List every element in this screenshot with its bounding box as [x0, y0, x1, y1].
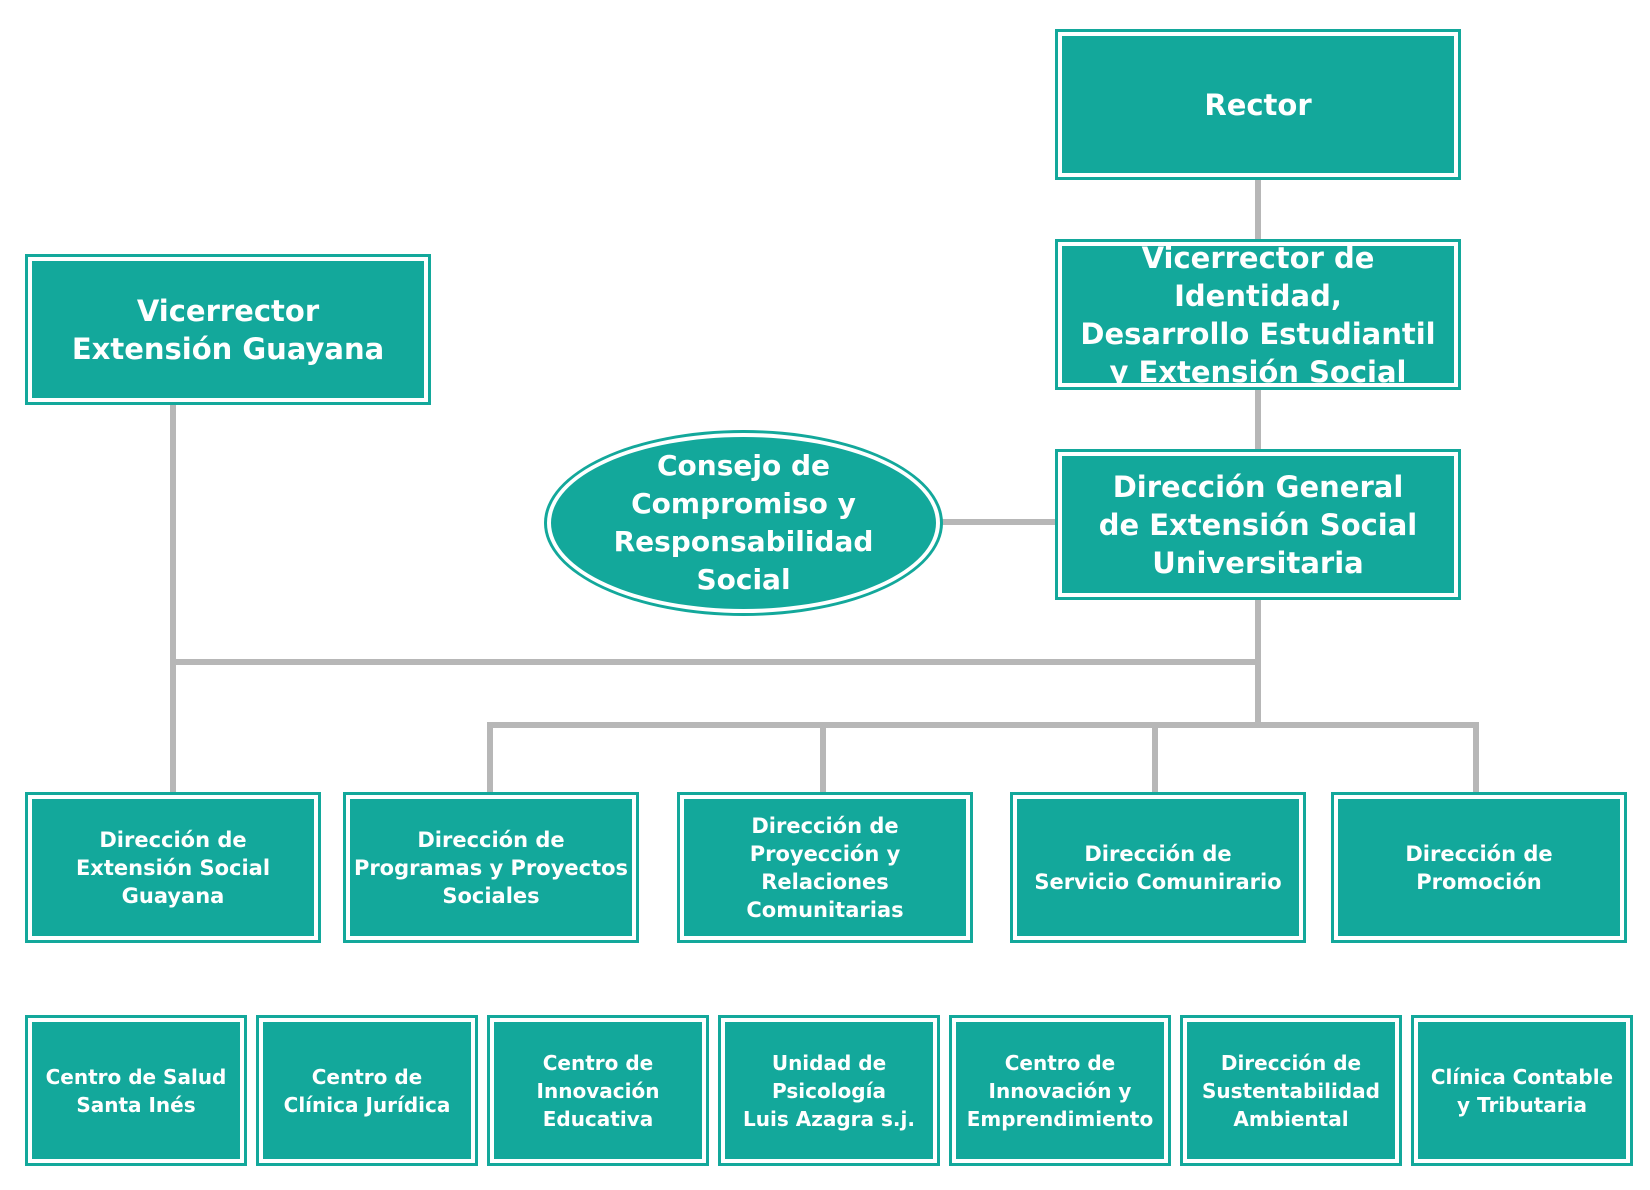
direccion-promocion-box: Dirección de Promoción	[1331, 792, 1627, 943]
direccion-servicio-comunitario-box: Dirección de Servicio Comunirario	[1010, 792, 1306, 943]
connector-vicerrector-direccion-general	[1255, 388, 1261, 450]
vicerrector-identidad-box: Vicerrector de Identidad, Desarrollo Est…	[1055, 239, 1461, 390]
direccion-general-box: Dirección General de Extensión Social Un…	[1055, 449, 1461, 600]
connector-drop-programas	[487, 722, 493, 793]
consejo-ellipse: Consejo de Compromiso y Responsabilidad …	[547, 433, 940, 613]
connector-drop-proyeccion	[820, 722, 826, 793]
centro-salud-box: Centro de Salud Santa Inés	[25, 1015, 247, 1166]
clinica-contable-box: Clínica Contable y Tributaria	[1411, 1015, 1633, 1166]
centro-clinica-juridica-box: Centro de Clínica Jurídica	[256, 1015, 478, 1166]
connector-drop-promocion	[1473, 722, 1479, 793]
direccion-sustentabilidad-box: Dirección de Sustentabilidad Ambiental	[1180, 1015, 1402, 1166]
connector-consejo-direccion-general	[938, 519, 1060, 525]
connector-drop-servicio	[1152, 722, 1158, 793]
direccion-programas-proyectos-box: Dirección de Programas y Proyectos Socia…	[343, 792, 639, 943]
connector-horizontal-guayana	[170, 659, 1261, 665]
rector-box: Rector	[1055, 29, 1461, 180]
connector-guayana-down	[170, 403, 176, 793]
connector-horizontal-direcciones	[487, 722, 1479, 728]
direccion-extension-social-guayana-box: Dirección de Extensión Social Guayana	[25, 792, 321, 943]
vicerrector-guayana-box: Vicerrector Extensión Guayana	[25, 254, 431, 405]
connector-rector-vicerrector	[1255, 178, 1261, 240]
centro-innovacion-emprendimiento-box: Centro de Innovación y Emprendimiento	[949, 1015, 1171, 1166]
direccion-proyeccion-relaciones-box: Dirección de Proyección y Relaciones Com…	[677, 792, 973, 943]
unidad-psicologia-box: Unidad de Psicología Luis Azagra s.j.	[718, 1015, 940, 1166]
centro-innovacion-educativa-box: Centro de Innovación Educativa	[487, 1015, 709, 1166]
